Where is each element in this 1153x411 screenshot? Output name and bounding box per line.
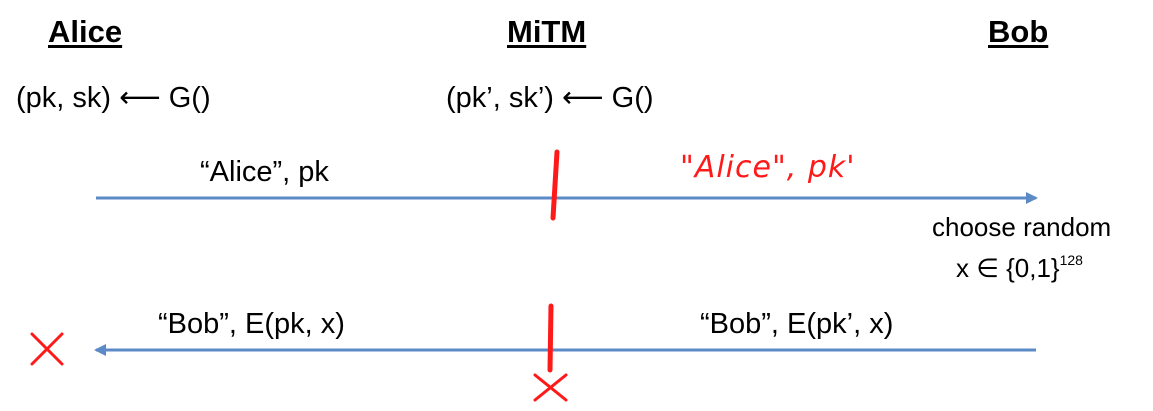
- msg1-mitm-label: "Alice", pk': [680, 150, 856, 185]
- party-mitm: MiTM: [507, 14, 587, 49]
- intercept-mark-1: [550, 149, 560, 221]
- bob-action-exponent: 128: [1059, 252, 1083, 268]
- bob-action-set: x ∈ {0,1}: [956, 253, 1060, 283]
- party-alice: Alice: [48, 14, 123, 49]
- mitm-cross-icon: [533, 373, 568, 402]
- intercept-mark-2: [547, 303, 554, 373]
- alice-cross-icon: [30, 332, 64, 366]
- party-bob: Bob: [988, 14, 1049, 49]
- msg2-alice-label: “Bob”, E(pk, x): [158, 308, 345, 340]
- bob-action-line2: x ∈ {0,1}128: [956, 252, 1083, 284]
- msg1-alice-label: “Alice”, pk: [200, 156, 329, 188]
- bob-action-line1: choose random: [932, 212, 1112, 242]
- msg2-bob-label: “Bob”, E(pk’, x): [700, 308, 894, 340]
- alice-keygen: (pk, sk) ⟵ G(): [16, 82, 211, 114]
- mitm-keygen: (pk’, sk’) ⟵ G(): [446, 82, 654, 114]
